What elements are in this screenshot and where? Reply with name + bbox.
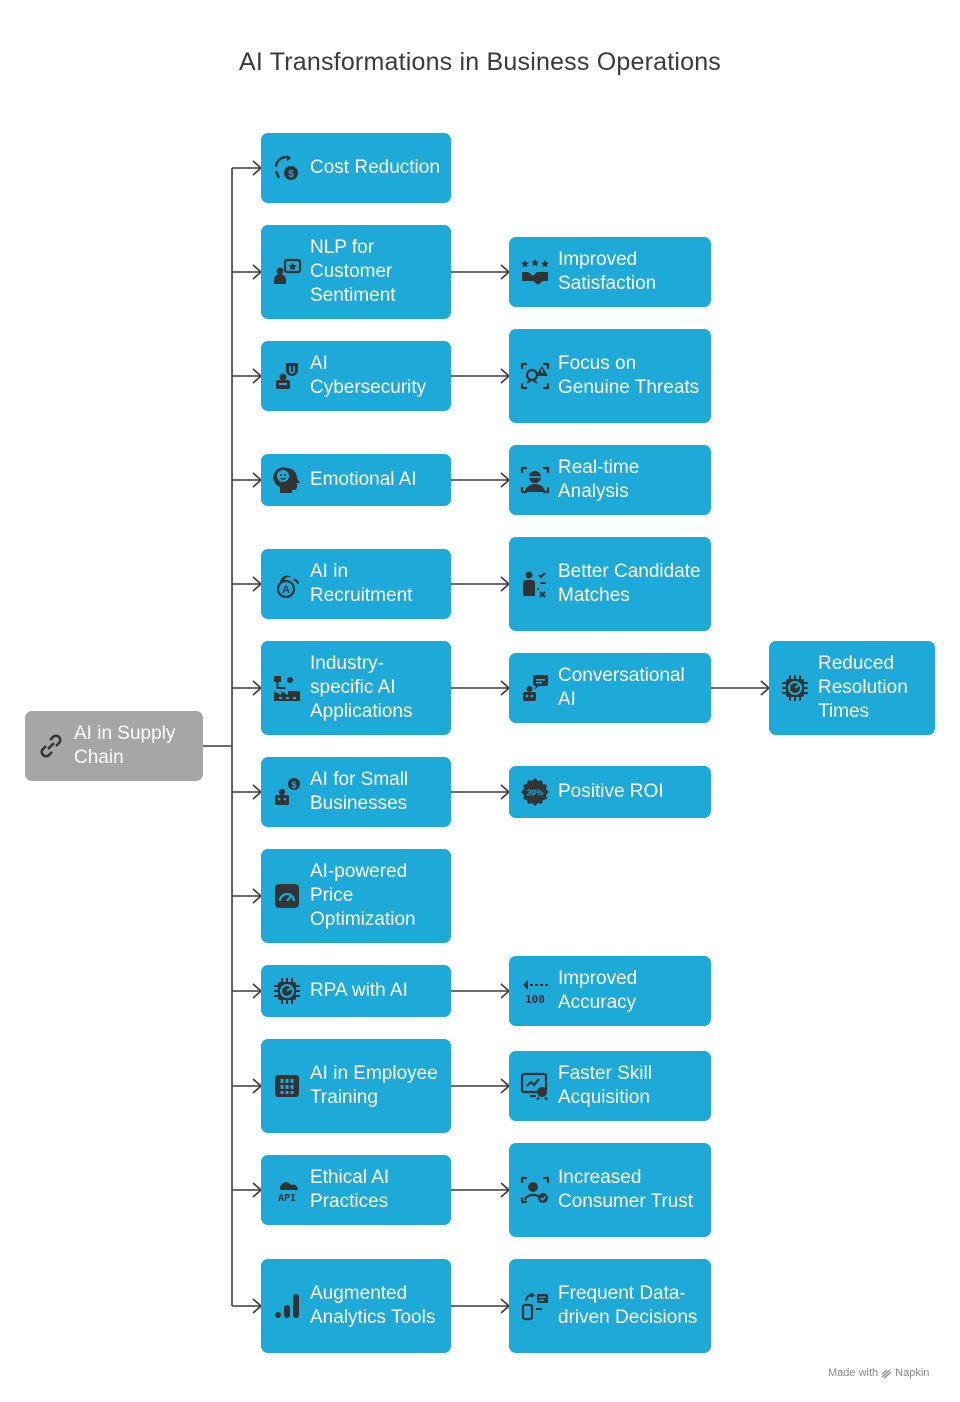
node-rpa-with-ai-label: RPA with AI [310,980,408,1001]
face-scan-icon [520,465,550,495]
root-node-label: AI in Supply Chain [74,723,176,768]
node-ai-powered-price-optimization: AI-powered Price Optimization [261,849,451,943]
node-emotional-ai-label: Emotional AI [310,469,417,490]
svg-text:A: A [282,584,290,596]
node-ai-cybersecurity: AI Cybersecurity [261,341,451,411]
chip-gauge-icon [272,976,302,1006]
node-frequent-data-driven-decisions-label: Frequent Data-driven Decisions [558,1283,698,1328]
node-faster-skill-acquisition-label: Faster Skill Acquisition [558,1063,652,1108]
node-ethical-ai-practices: API Ethical AI Practices [261,1155,451,1225]
accuracy-icon: 100 [520,976,550,1006]
node-focus-on-genuine-threats-label: Focus on Genuine Threats [558,353,700,398]
percent-badge-icon: 30% [520,777,550,807]
node-better-candidate-matches-label: Better Candidate Matches [558,561,701,606]
node-cost-reduction: $ Cost Reduction [261,133,451,203]
node-real-time-analysis-label: Real-time Analysis [558,457,640,502]
skill-monitor-icon [520,1071,550,1101]
cloud-ai-icon: A [272,569,302,599]
svg-text:$: $ [288,169,294,180]
link-icon [36,731,66,761]
chip-gauge-icon [780,673,810,703]
node-nlp-for-customer-sentiment-label: NLP for Customer Sentiment [310,237,396,306]
made-with-text: Made with [828,1367,879,1379]
stars-handshake-icon [520,257,550,287]
node-reduced-resolution-times: Reduced Resolution Times [769,641,935,735]
node-faster-skill-acquisition: Faster Skill Acquisition [509,1051,711,1121]
phone-data-icon [520,1291,550,1321]
node-ai-powered-price-optimization-label: AI-powered Price Optimization [310,861,416,930]
node-conversational-ai: Conversational AI [509,653,711,723]
robot-shield-icon [272,361,302,391]
node-focus-on-genuine-threats: Focus on Genuine Threats [509,329,711,423]
emotion-head-icon [272,465,302,495]
node-positive-roi: 30% Positive ROI [509,766,711,818]
factory-icon [272,673,302,703]
face-check-icon [520,1175,550,1205]
cost-reduction-icon: $ [272,153,302,183]
node-cost-reduction-label: Cost Reduction [310,157,440,178]
diagram-title: AI Transformations in Business Operation… [238,48,722,76]
feedback-icon [272,257,302,287]
chat-robot-icon [520,673,550,703]
svg-text:$: $ [291,780,296,790]
node-positive-roi-label: Positive ROI [558,781,664,802]
candidate-check-icon [520,569,550,599]
node-nlp-for-customer-sentiment: NLP for Customer Sentiment [261,225,451,319]
grid-icon [272,1071,302,1101]
svg-text:100: 100 [525,993,545,1006]
node-ai-for-small-businesses: $ AI for Small Businesses [261,757,451,827]
node-industry-specific-ai-applications: Industry-specific AI Applications [261,641,451,735]
svg-text:30%: 30% [526,788,543,798]
node-ai-in-recruitment-label: AI in Recruitment [310,561,413,606]
node-ai-in-employee-training: AI in Employee Training [261,1039,451,1133]
root-node: AI in Supply Chain [25,711,203,781]
node-conversational-ai-label: Conversational AI [558,665,685,710]
node-improved-satisfaction: Improved Satisfaction [509,237,711,307]
node-improved-satisfaction-label: Improved Satisfaction [558,249,657,294]
node-augmented-analytics-tools-label: Augmented Analytics Tools [310,1283,436,1328]
robot-dollar-icon: $ [272,777,302,807]
watermark: Made with Napkin [828,1367,929,1379]
gauge-icon [272,881,302,911]
threat-scan-icon [520,361,550,391]
svg-text:API: API [278,1193,296,1204]
node-ai-for-small-businesses-label: AI for Small Businesses [310,769,409,814]
node-increased-consumer-trust: Increased Consumer Trust [509,1143,711,1237]
cloud-api-icon: API [272,1175,302,1205]
node-rpa-with-ai: RPA with AI [261,965,451,1017]
node-improved-accuracy: 100 Improved Accuracy [509,956,711,1026]
node-augmented-analytics-tools: Augmented Analytics Tools [261,1259,451,1353]
node-ai-in-recruitment: A AI in Recruitment [261,549,451,619]
node-better-candidate-matches: Better Candidate Matches [509,537,711,631]
node-ai-in-employee-training-label: AI in Employee Training [310,1063,438,1108]
node-increased-consumer-trust-label: Increased Consumer Trust [558,1167,694,1212]
node-frequent-data-driven-decisions: Frequent Data-driven Decisions [509,1259,711,1353]
napkin-brand-text: Napkin [895,1367,930,1379]
node-improved-accuracy-label: Improved Accuracy [558,968,638,1013]
node-real-time-analysis: Real-time Analysis [509,445,711,515]
node-ai-cybersecurity-label: AI Cybersecurity [310,353,427,398]
node-ethical-ai-practices-label: Ethical AI Practices [310,1167,390,1212]
node-industry-specific-ai-applications-label: Industry-specific AI Applications [310,653,413,722]
node-emotional-ai: Emotional AI [261,454,451,506]
node-reduced-resolution-times-label: Reduced Resolution Times [818,653,908,722]
bar-chart-icon [272,1291,302,1321]
napkin-logo-icon [881,1368,892,1378]
